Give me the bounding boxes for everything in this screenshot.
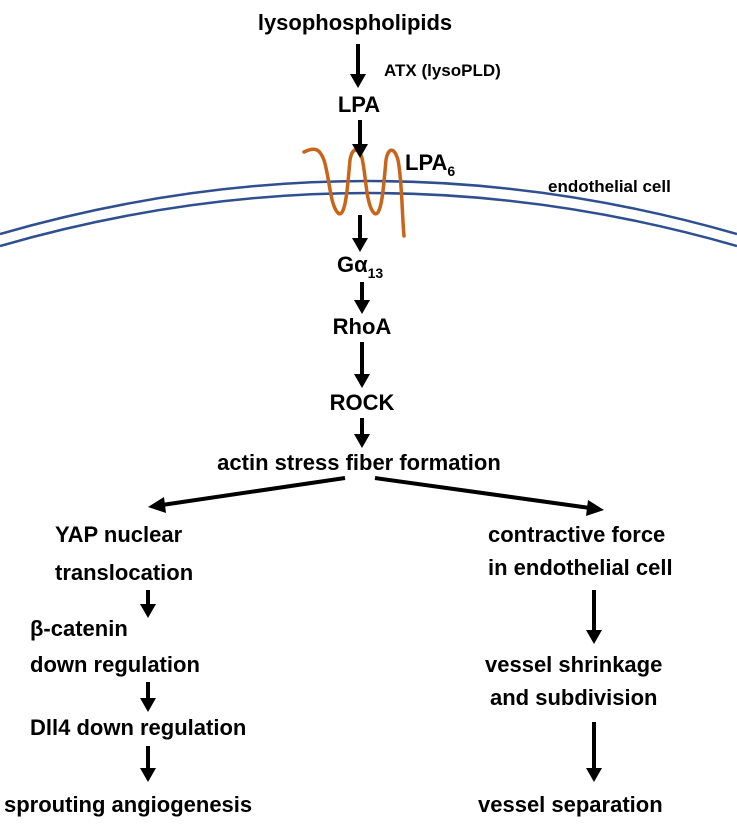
arrow-rhoa-to-rock — [354, 342, 370, 388]
yap-nuclear-label: YAP nuclear — [55, 522, 183, 547]
lysophospholipids-label: lysophospholipids — [258, 10, 452, 35]
arrow-actin-to-contractive-force — [374, 476, 604, 516]
endothelial-cell-label: endothelial cell — [548, 177, 671, 196]
dll4-down-regulation-label: Dll4 down regulation — [30, 715, 246, 740]
beta-catenin-label: β-catenin — [30, 616, 128, 641]
arrow-lpa-to-lpa6 — [352, 120, 368, 158]
arrow-yap-to-beta-catenin — [140, 590, 156, 618]
arrow-lpa6-to-galpha13 — [352, 215, 368, 252]
contractive-force-label: contractive force — [488, 522, 665, 547]
arrow-rock-to-actin — [354, 418, 370, 448]
lpa6-label: LPA6 — [405, 150, 455, 179]
galpha13-label: Gα13 — [337, 252, 383, 281]
galpha13-label-main: Gα — [337, 252, 368, 277]
membrane-outer-line — [0, 179, 737, 236]
arrow-shrinkage-to-separation — [586, 722, 602, 782]
lpa6-receptor-icon — [302, 147, 406, 238]
arrow-galpha13-to-rhoa — [354, 282, 370, 314]
arrow-beta-catenin-to-dll4 — [140, 682, 156, 712]
actin-stress-fiber-label: actin stress fiber formation — [217, 450, 501, 475]
in-endothelial-cell-label: in endothelial cell — [488, 555, 673, 580]
rock-label: ROCK — [330, 390, 395, 415]
vessel-separation-label: vessel separation — [478, 792, 663, 817]
sprouting-angiogenesis-label: sprouting angiogenesis — [4, 792, 252, 817]
lpa6-label-main: LPA — [405, 150, 447, 175]
galpha13-label-subscript: 13 — [368, 265, 384, 281]
yap-translocation-label: translocation — [55, 560, 193, 585]
arrow-actin-to-yap — [148, 476, 346, 513]
arrow-dll4-to-sprouting — [140, 746, 156, 782]
atx-lysopld-label: ATX (lysoPLD) — [384, 61, 501, 80]
down-regulation-label: down regulation — [30, 652, 200, 677]
rhoa-label: RhoA — [333, 314, 392, 339]
arrow-contractive-to-shrinkage — [586, 590, 602, 644]
vessel-shrinkage-label: vessel shrinkage — [485, 652, 662, 677]
and-subdivision-label: and subdivision — [490, 685, 657, 710]
lpa6-label-subscript: 6 — [447, 163, 455, 179]
arrow-lysophospholipids-to-lpa — [350, 44, 366, 88]
lpa-label: LPA — [338, 92, 380, 117]
